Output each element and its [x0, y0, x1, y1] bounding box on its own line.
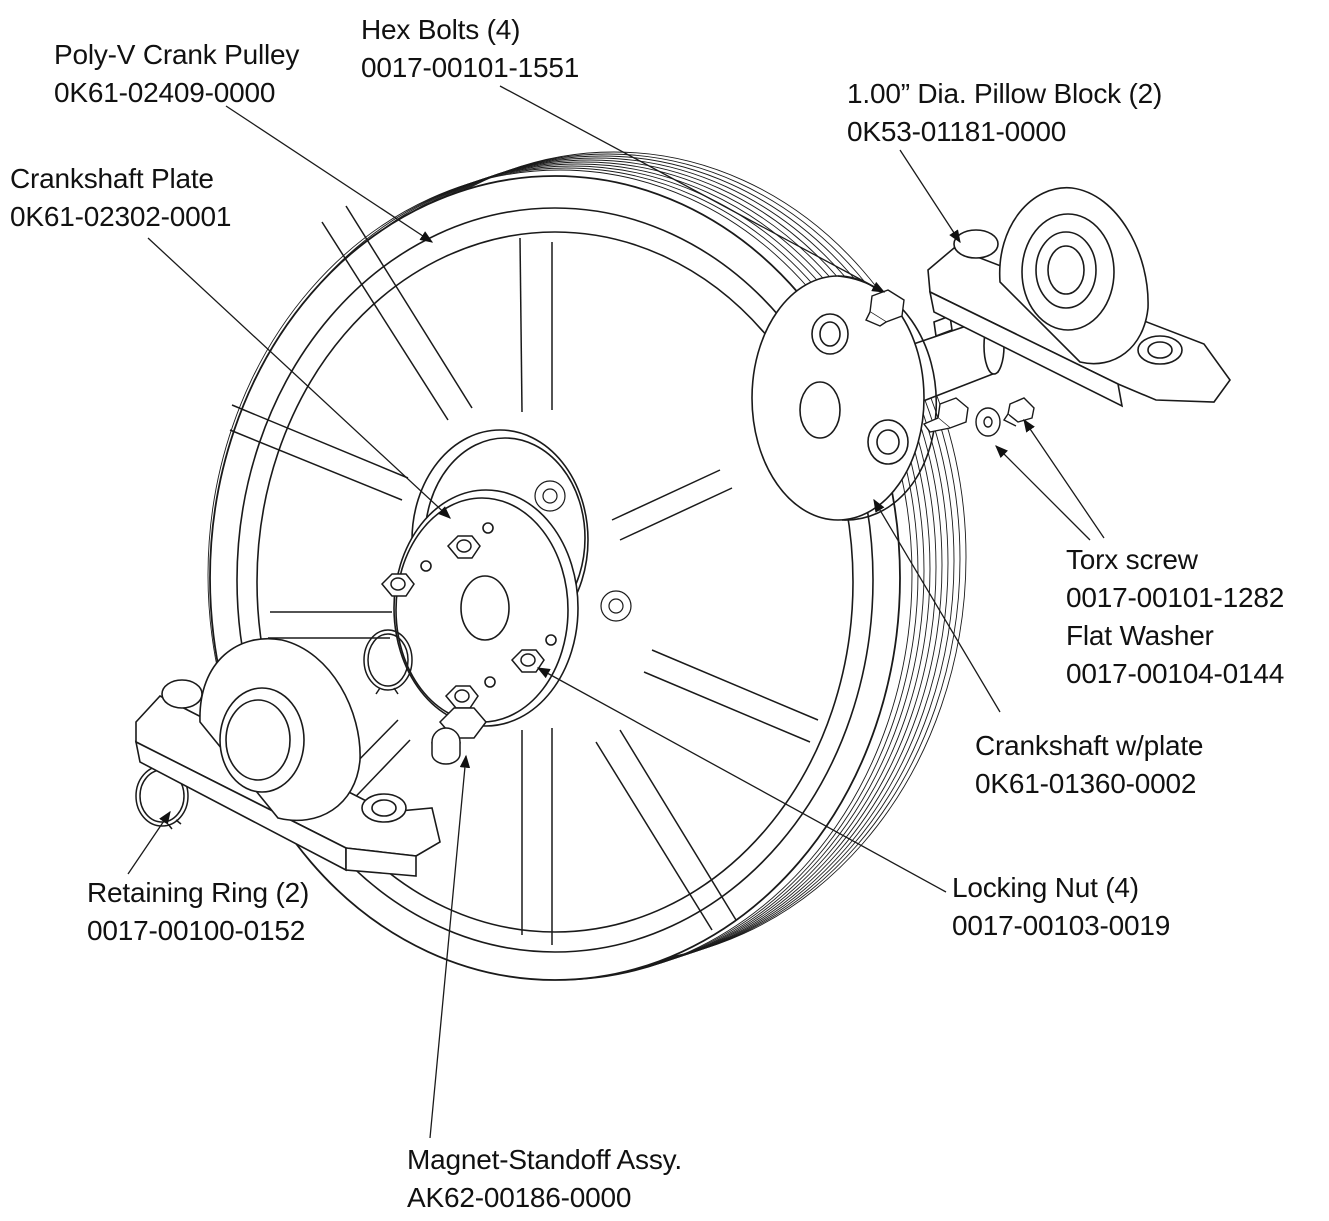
part-name: Magnet-Standoff Assy. [407, 1144, 682, 1175]
part-name: Retaining Ring (2) [87, 877, 310, 908]
locking-nuts [380, 535, 545, 709]
pillow-block-right [927, 187, 1231, 408]
callout-locking-nut: Locking Nut (4) 0017-00103-0019 [952, 869, 1170, 945]
torx-screw-and-washer [975, 397, 1035, 437]
torx-screw [1002, 397, 1035, 427]
hex-bolts [865, 289, 969, 433]
callout-magnet-standoff: Magnet-Standoff Assy. AK62-00186-0000 [407, 1141, 682, 1217]
hex-bolt [922, 397, 969, 433]
pulley-spokes [229, 205, 819, 945]
leader-pillow-block [899, 149, 961, 244]
part-name: Crankshaft Plate [10, 163, 214, 194]
part-number: 0K61-02302-0001 [10, 201, 232, 232]
callout-crankshaft-plate: Crankshaft Plate 0K61-02302-0001 [10, 160, 231, 236]
locking-nut [510, 649, 545, 673]
part-name: Poly-V Crank Pulley [54, 39, 300, 70]
part-name: Locking Nut (4) [952, 872, 1139, 903]
part-number: 0017-00101-1282 [1066, 582, 1285, 613]
callout-retaining-ring: Retaining Ring (2) 0017-00100-0152 [87, 874, 309, 950]
part-name: Flat Washer [1066, 620, 1214, 651]
part-number: AK62-00186-0000 [407, 1182, 632, 1213]
callout-hex-bolts: Hex Bolts (4) 0017-00101-1551 [361, 11, 579, 87]
leader-magnet-standoff [429, 754, 471, 1139]
leader-retaining-ring [127, 810, 171, 875]
leader-hex-bolts [499, 85, 886, 293]
part-number: 0017-00104-0144 [1066, 658, 1285, 689]
retaining-ring [363, 629, 413, 695]
part-name: 1.00” Dia. Pillow Block (2) [847, 78, 1163, 109]
leader-crankshaft-plate [147, 237, 451, 519]
part-number: 0K53-01181-0000 [847, 116, 1067, 147]
leader-lines [127, 85, 1105, 1139]
part-number: 0017-00101-1551 [361, 52, 580, 83]
callout-crankshaft: Crankshaft w/plate 0K61-01360-0002 [975, 727, 1203, 803]
hex-bolt [865, 289, 905, 327]
callout-torx-screw-flat-washer: Torx screw 0017-00101-1282 Flat Washer 0… [1066, 541, 1284, 693]
leader-flat-washer [995, 445, 1091, 541]
part-name: Hex Bolts (4) [361, 14, 521, 45]
callout-pillow-block: 1.00” Dia. Pillow Block (2) 0K53-01181-0… [847, 75, 1162, 151]
part-name: Torx screw [1066, 544, 1198, 575]
leader-crankshaft [873, 498, 1001, 713]
leader-poly-v-pulley [225, 105, 434, 243]
part-number: 0017-00100-0152 [87, 915, 306, 946]
plate-center-bore [460, 575, 510, 641]
callout-poly-v-crank-pulley: Poly-V Crank Pulley 0K61-02409-0000 [54, 36, 299, 112]
locking-nut [380, 573, 415, 597]
part-name: Crankshaft w/plate [975, 730, 1204, 761]
part-number: 0K61-02409-0000 [54, 77, 276, 108]
leader-torx-screw [1023, 418, 1105, 539]
locking-nut [446, 535, 481, 559]
part-number: 0K61-01360-0002 [975, 768, 1197, 799]
magnet-standoff [431, 707, 487, 765]
pillow-block-left [134, 637, 441, 877]
part-number: 0017-00103-0019 [952, 910, 1171, 941]
leader-locking-nut [536, 667, 947, 893]
hub-holes [534, 480, 632, 622]
